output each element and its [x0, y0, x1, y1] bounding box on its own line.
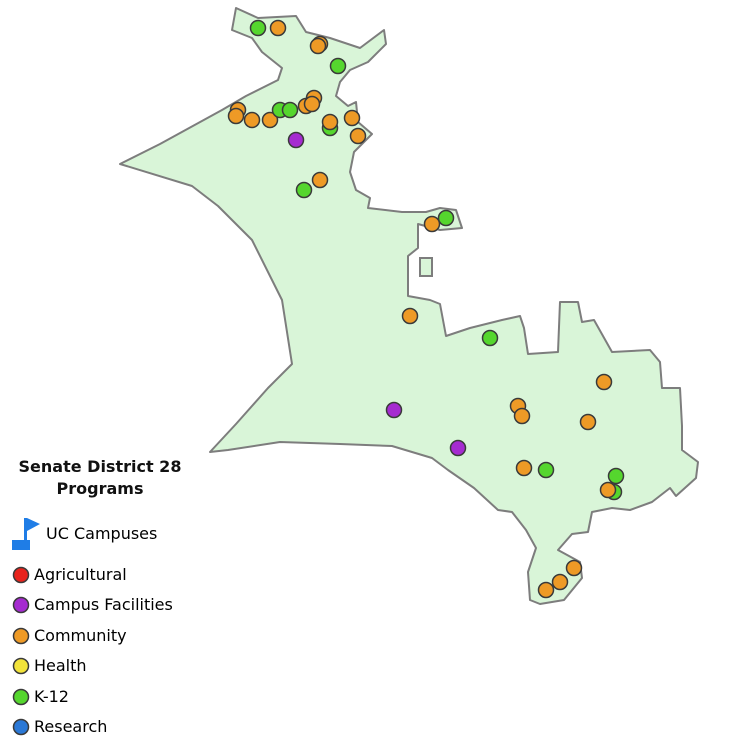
k-12-program-marker [295, 181, 313, 199]
legend-title-line1: Senate District 28 [18, 457, 182, 476]
research-marker-icon [12, 718, 30, 736]
community-program-marker [227, 107, 245, 125]
community-program-marker [343, 109, 361, 127]
campus-facilities-program-marker [385, 401, 403, 419]
community-program-marker [269, 19, 287, 37]
community-program-marker [309, 37, 327, 55]
k-12-program-marker [281, 101, 299, 119]
agricultural-marker-icon [12, 566, 30, 584]
legend-label: K-12 [34, 687, 69, 706]
community-program-marker [311, 171, 329, 189]
legend-label: Campus Facilities [34, 595, 173, 614]
k-12-program-marker [329, 57, 347, 75]
legend-title-line2: Programs [56, 479, 144, 498]
health-marker-icon [12, 657, 30, 675]
community-program-marker [303, 95, 321, 113]
k-12-program-marker [481, 329, 499, 347]
community-program-marker [595, 373, 613, 391]
community-program-marker [261, 111, 279, 129]
community-program-marker [565, 559, 583, 577]
legend-label: Health [34, 656, 87, 675]
legend-title: Senate District 28 Programs [0, 456, 200, 500]
uc-campus-flag-icon [12, 518, 40, 550]
legend-label: Community [34, 626, 127, 645]
community-program-marker [579, 413, 597, 431]
legend-label: Agricultural [34, 565, 127, 584]
community-program-marker [401, 307, 419, 325]
k-12-program-marker [437, 209, 455, 227]
community-program-marker [513, 407, 531, 425]
k-12-marker-icon [12, 688, 30, 706]
community-program-marker [243, 111, 261, 129]
senate-district-28-boundary [119, 7, 699, 605]
k-12-program-marker [249, 19, 267, 37]
district-interior-notch [419, 257, 433, 277]
k-12-program-marker [537, 461, 555, 479]
campus-facilities-program-marker [287, 131, 305, 149]
community-program-marker [321, 113, 339, 131]
campus-facilities-marker-icon [12, 596, 30, 614]
community-program-marker [537, 581, 555, 599]
community-program-marker [515, 459, 533, 477]
legend-label: Research [34, 717, 108, 736]
community-program-marker [599, 481, 617, 499]
community-program-marker [423, 215, 441, 233]
community-marker-icon [12, 627, 30, 645]
uc-campuses-label: UC Campuses [46, 524, 158, 543]
campus-facilities-program-marker [449, 439, 467, 457]
community-program-marker [349, 127, 367, 145]
program-markers [227, 19, 625, 599]
k-12-program-marker [607, 467, 625, 485]
community-program-marker [551, 573, 569, 591]
